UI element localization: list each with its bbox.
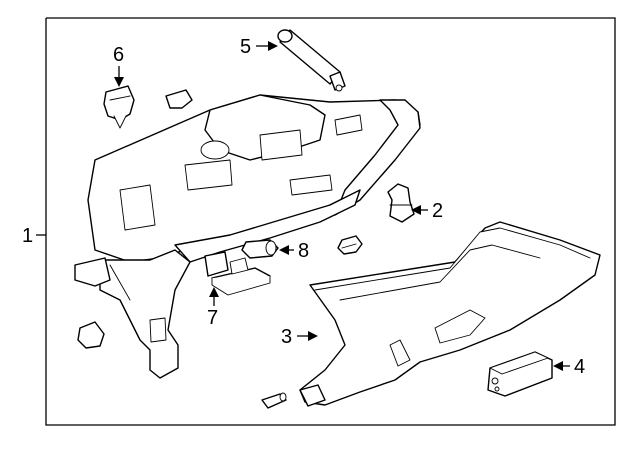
- housing-part-1[interactable]: [74, 94, 421, 379]
- damper-part-5[interactable]: [277, 29, 346, 92]
- callout-6-label: 6: [113, 44, 124, 66]
- callout-4: 4: [553, 356, 585, 378]
- pin-lower[interactable]: [261, 392, 287, 409]
- frame-outline: [45, 17, 616, 426]
- bulb-part-8[interactable]: [241, 239, 279, 259]
- clip-small[interactable]: [165, 89, 193, 109]
- bumper-part-2[interactable]: [387, 183, 415, 223]
- switch-part-7[interactable]: [204, 251, 271, 296]
- latch-part-4[interactable]: [487, 351, 553, 397]
- callout-5: 5: [240, 36, 278, 58]
- callout-3: 3: [281, 326, 318, 348]
- callout-1-label: 1: [22, 225, 33, 247]
- callout-3-label: 3: [281, 326, 292, 348]
- lamp-socket-part-6[interactable]: [103, 85, 135, 129]
- callout-7-label: 7: [207, 307, 218, 329]
- callout-2: 2: [411, 200, 443, 222]
- callout-4-label: 4: [574, 356, 585, 378]
- callout-1: 1: [22, 225, 46, 247]
- callout-2-label: 2: [432, 200, 443, 222]
- callout-8: 8: [279, 240, 309, 262]
- bolt[interactable]: [337, 235, 363, 255]
- callout-5-label: 5: [240, 36, 251, 58]
- callout-7: 7: [207, 287, 219, 329]
- clip-lower-left[interactable]: [77, 321, 105, 349]
- callout-6: 6: [113, 44, 124, 87]
- callout-8-label: 8: [298, 240, 309, 262]
- glove-box-bin-part-3[interactable]: [299, 221, 601, 407]
